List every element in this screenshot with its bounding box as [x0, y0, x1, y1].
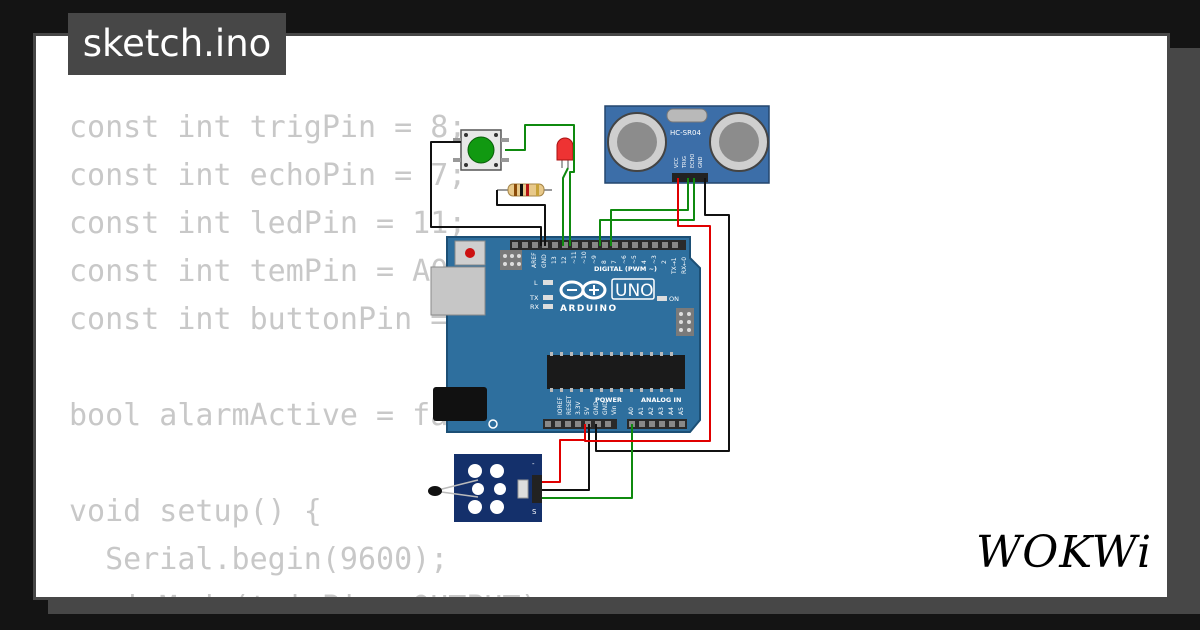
atmega-chip — [547, 355, 685, 389]
sensor-label: HC-SR04 — [670, 129, 701, 137]
code-line: pinMode(trigPin, OUTPUT); — [69, 584, 557, 597]
module-pin-label: - — [532, 460, 535, 468]
uno-badge — [611, 278, 655, 300]
on-label: ON — [669, 295, 679, 303]
aref-label: AREF — [531, 252, 538, 268]
rx-led — [543, 304, 553, 309]
digital-pin-label: 2 — [661, 260, 668, 264]
code-line: bool alarmActive = false; — [69, 398, 521, 433]
sensor-pin-label: VCC — [674, 157, 680, 168]
analog-pin-label: A1 — [638, 407, 645, 415]
code-line: const int echoPin = 7; — [69, 158, 467, 193]
power-label: POWER — [595, 396, 622, 404]
sensor-pin-label: TRIG — [682, 156, 688, 169]
power-pin-label: 5V — [584, 406, 591, 415]
arduino-uno-board: AREF GND 13 12 ~11 ~10 ~9 8 7 ~6 ~5 4 ~3… — [430, 236, 701, 433]
on-led — [657, 296, 667, 301]
analog-pin-label: A0 — [628, 407, 635, 415]
digital-pin-label: RX←0 — [681, 257, 688, 274]
wokwi-logo: WOKWi — [976, 527, 1153, 578]
digital-pin-label: 7 — [611, 260, 618, 264]
thermistor-probe — [428, 486, 442, 496]
reset-button[interactable] — [454, 240, 486, 266]
power-pin-label: 3.3V — [575, 400, 582, 415]
analog-pin-label: A4 — [668, 407, 675, 415]
analog-label: ANALOG IN — [641, 396, 681, 404]
ultrasonic-sensor: HC-SR04 VCC TRIG ECHO GND — [604, 105, 770, 184]
digital-pin-label: ~10 — [581, 251, 588, 264]
power-pin-label: RESET — [566, 395, 573, 415]
power-pin-label: GND — [602, 401, 609, 415]
push-button[interactable] — [453, 129, 509, 171]
code-line: const int ledPin = 11; — [69, 206, 467, 241]
analog-pin-label: A2 — [648, 407, 655, 415]
icsp-header-right — [676, 308, 694, 336]
board-brand: ARDUINO — [560, 304, 618, 314]
power-pin-label: GND — [593, 401, 600, 415]
digital-pin-label: ~11 — [571, 251, 578, 264]
temperature-sensor-module: - S — [428, 454, 542, 522]
mounting-hole — [488, 419, 498, 429]
digital-pin-label: 4 — [641, 260, 648, 264]
digital-pin-label: 12 — [561, 256, 568, 264]
code-line: void setup() { — [69, 494, 322, 529]
analog-header — [627, 419, 687, 429]
gnd-label: GND — [541, 254, 548, 268]
sensor-pin-label: GND — [698, 156, 704, 168]
usb-port — [430, 266, 486, 316]
digital-header-label: DIGITAL (PWM ~) — [594, 265, 657, 273]
module-pin-label: S — [532, 508, 537, 516]
crystal-oscillator — [666, 108, 708, 123]
power-jack — [433, 387, 487, 421]
digital-pin-label: ~3 — [651, 255, 658, 264]
board-model: UNO — [615, 281, 654, 301]
rx-label: RX — [530, 303, 540, 311]
code-line: const int trigPin = 8; — [69, 110, 467, 145]
digital-pin-label: ~6 — [621, 255, 628, 264]
resistor — [497, 183, 552, 197]
power-pin-label: Vin — [611, 405, 618, 415]
digital-pin-label: 8 — [601, 260, 608, 264]
l-led-label: L — [534, 279, 538, 287]
analog-pin-label: A3 — [658, 407, 665, 415]
reset-button-cap — [465, 248, 475, 258]
red-led[interactable] — [556, 137, 574, 168]
tx-label: TX — [529, 294, 539, 302]
filename-tab: sketch.ino — [68, 13, 286, 75]
l-led — [543, 280, 553, 285]
digital-pin-label: 13 — [551, 256, 558, 264]
arduino-logo-icon — [559, 280, 607, 300]
power-pin-label: IOREF — [557, 397, 564, 415]
icsp-header-top — [500, 250, 522, 270]
digital-pin-label: ~5 — [631, 255, 638, 264]
tx-led — [543, 295, 553, 300]
wires — [430, 124, 730, 499]
analog-pin-label: A5 — [678, 407, 685, 415]
code-line: Serial.begin(9600); — [69, 542, 449, 577]
digital-pin-label: TX→1 — [671, 257, 678, 275]
digital-pin-label: ~9 — [591, 255, 598, 264]
sensor-pin-label: ECHO — [690, 154, 696, 168]
